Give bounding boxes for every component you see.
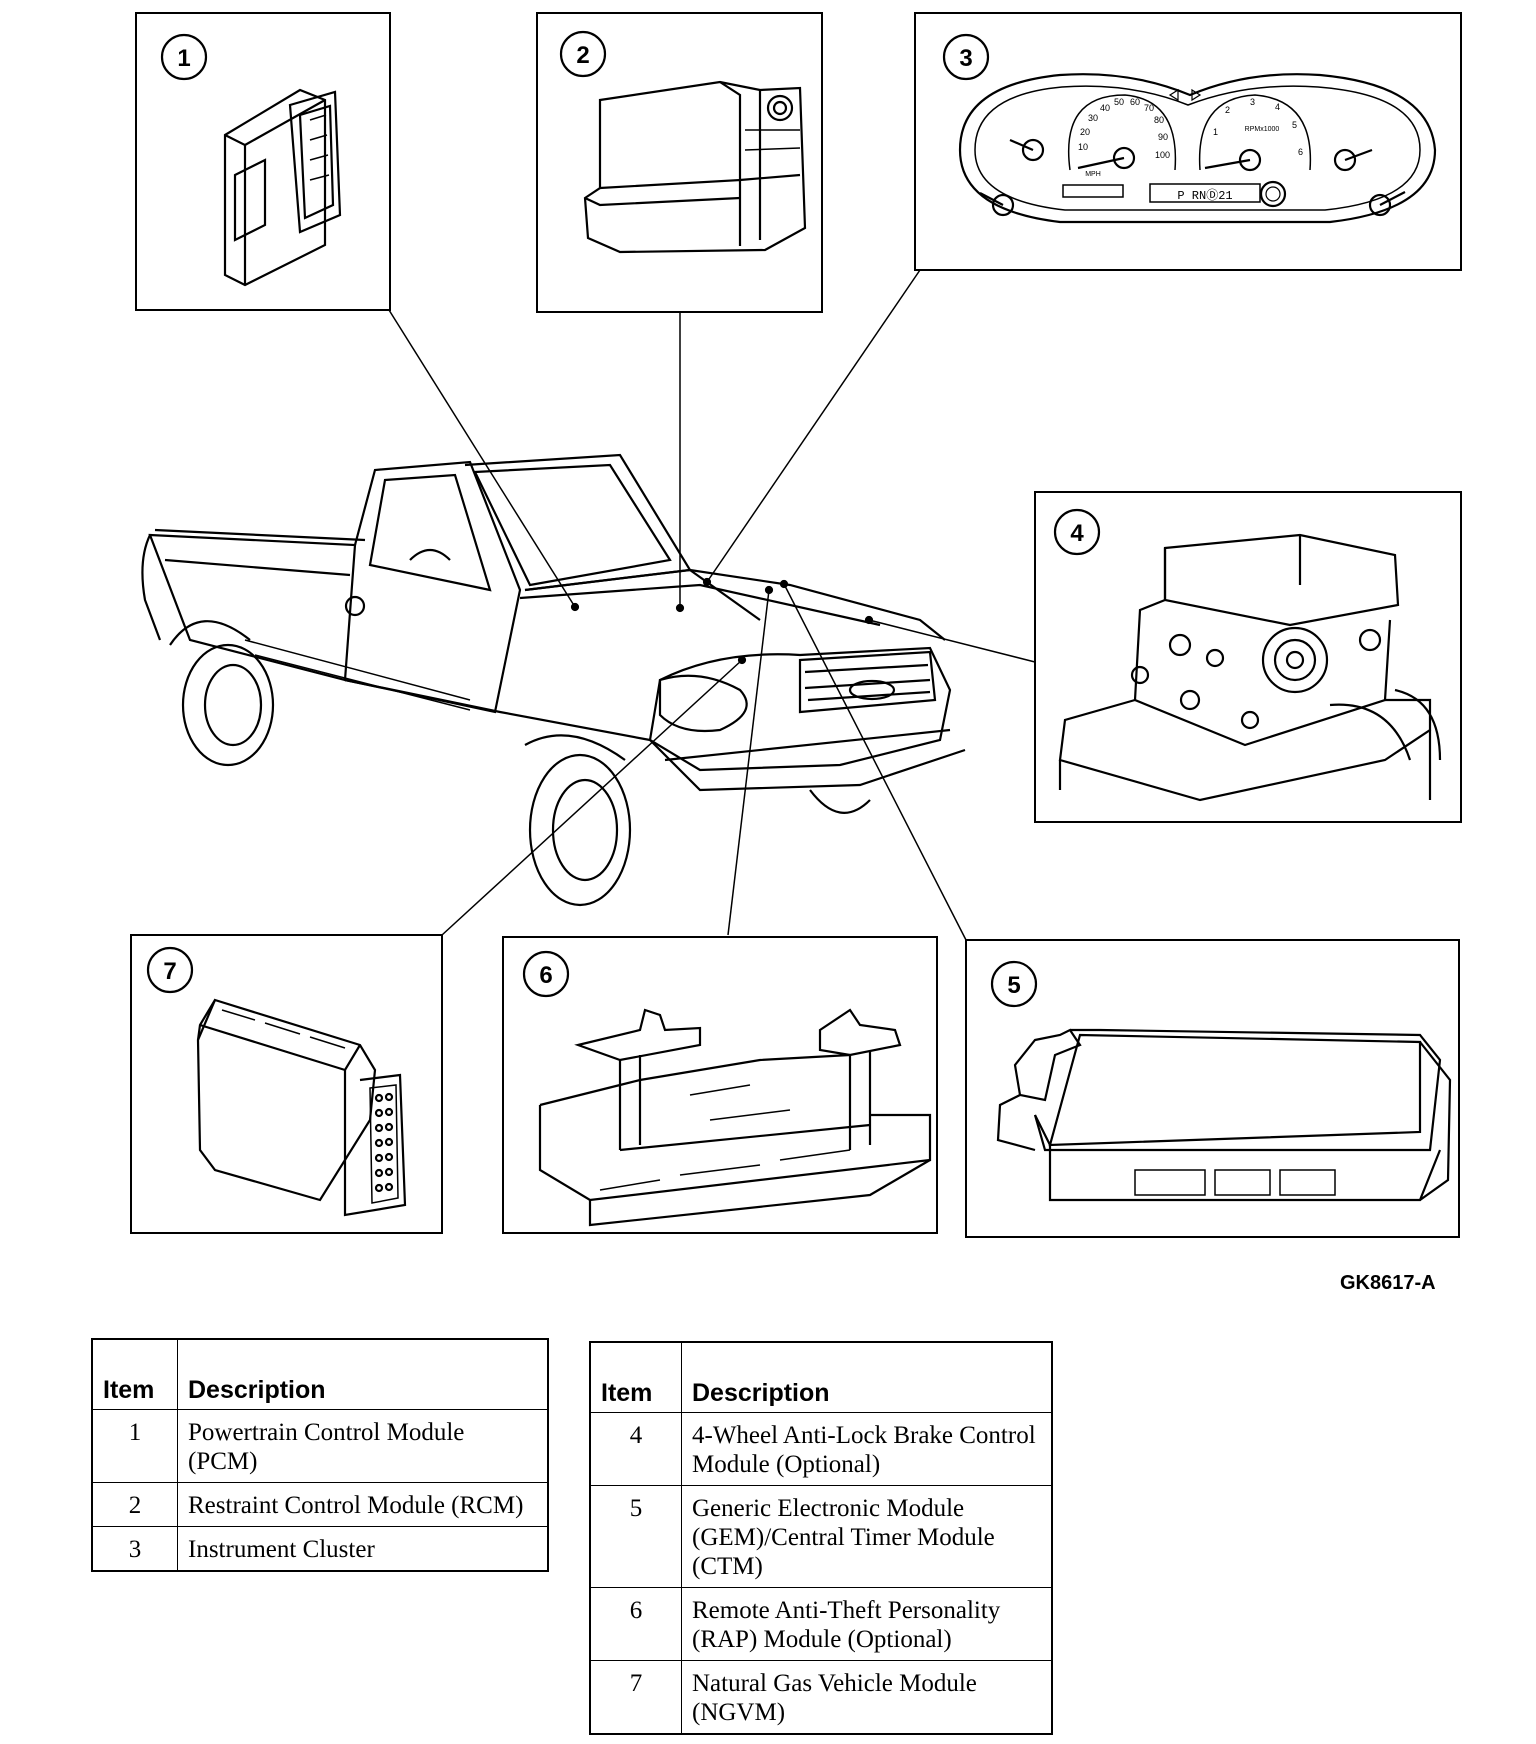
speed-tick: 90: [1158, 132, 1168, 142]
item-number: 5: [589, 1485, 682, 1588]
column-header-description: Description: [681, 1341, 1053, 1413]
column-header-item: Item: [589, 1341, 682, 1413]
panel-instrument-cluster: 3 P RNⒹ21: [914, 12, 1462, 271]
table-row: 5 Generic Electronic Module (GEM)/Centra…: [589, 1485, 1053, 1588]
panel-pcm: 1: [135, 12, 391, 311]
item-description: Powertrain Control Module (PCM): [177, 1409, 549, 1483]
speed-tick: 30: [1088, 113, 1098, 123]
item-description: Instrument Cluster: [177, 1526, 549, 1572]
table-row: 1 Powertrain Control Module (PCM): [91, 1409, 549, 1483]
rpm-tick: 3: [1250, 97, 1255, 107]
table-row: 2 Restraint Control Module (RCM): [91, 1482, 549, 1527]
panel-gem-ctm: 5: [965, 939, 1460, 1238]
rpm-tick: 6: [1298, 147, 1303, 157]
legend-table-left: Item Description 1 Powertrain Control Mo…: [91, 1338, 549, 1572]
pickup-truck-illustration: [141, 453, 966, 907]
speed-tick: 60: [1130, 97, 1140, 107]
callout-7-circle: [146, 946, 194, 994]
column-header-item: Item: [91, 1338, 178, 1410]
table-row: 6 Remote Anti-Theft Personality (RAP) Mo…: [589, 1587, 1053, 1661]
cluster-drawing: [958, 73, 1437, 224]
item-description: Restraint Control Module (RCM): [177, 1482, 549, 1527]
item-number: 4: [589, 1412, 682, 1486]
cluster-gear-display: P RNⒹ21: [1177, 188, 1232, 203]
table-row: 7 Natural Gas Vehicle Module (NGVM): [589, 1660, 1053, 1735]
callout-6-circle: [522, 950, 570, 998]
item-number: 7: [589, 1660, 682, 1735]
figure-code: GK8617-A: [1340, 1272, 1436, 1294]
table-row: 4 4-Wheel Anti-Lock Brake Control Module…: [589, 1412, 1053, 1486]
speed-tick: 20: [1080, 127, 1090, 137]
column-header-description: Description: [177, 1338, 549, 1410]
item-description: Generic Electronic Module (GEM)/Central …: [681, 1485, 1053, 1588]
rap-bracket-drawing: [538, 1008, 932, 1227]
callout-2-label: 2: [576, 42, 589, 69]
tachometer-ticks: 1 2 3 4 5 6: [1213, 97, 1303, 157]
callout-7-label: 7: [163, 958, 176, 985]
item-description: 4-Wheel Anti-Lock Brake Control Module (…: [681, 1412, 1053, 1486]
panel-rcm: 2: [536, 12, 823, 313]
callout-6-label: 6: [539, 962, 552, 989]
callout-2-circle: [559, 30, 607, 78]
ngvm-module-drawing: [196, 998, 407, 1217]
item-number: 1: [91, 1409, 178, 1483]
item-description: Natural Gas Vehicle Module (NGVM): [681, 1660, 1053, 1735]
panel-rap-module: 6: [502, 936, 938, 1234]
speed-tick: 50: [1114, 97, 1124, 107]
callout-3-circle: [942, 33, 990, 81]
legend-header-row: Item Description: [589, 1341, 1053, 1413]
item-number: 2: [91, 1482, 178, 1527]
cluster-mph-label: MPH: [1085, 171, 1101, 178]
table-row: 3 Instrument Cluster: [91, 1526, 549, 1572]
rpm-tick: 1: [1213, 127, 1218, 137]
item-description: Remote Anti-Theft Personality (RAP) Modu…: [681, 1587, 1053, 1661]
rpm-tick: 5: [1292, 120, 1297, 130]
speed-tick: 80: [1154, 115, 1164, 125]
callout-4-label: 4: [1070, 520, 1084, 547]
callout-3-label: 3: [959, 45, 972, 72]
speed-tick: 40: [1100, 103, 1110, 113]
leader-lines: [388, 269, 1036, 941]
callout-1-label: 1: [177, 45, 190, 72]
callout-4-circle: [1053, 508, 1101, 556]
speed-tick: 70: [1144, 103, 1154, 113]
item-number: 6: [589, 1587, 682, 1661]
gem-module-drawing: [996, 1028, 1452, 1202]
speedometer-ticks: 10 20 30 40 50 60 70 80 90 100: [1078, 97, 1170, 160]
speed-tick: 10: [1078, 142, 1088, 152]
abs-module-drawing: [1058, 533, 1442, 802]
cluster-rpm-label: RPMx1000: [1245, 126, 1280, 133]
legend-table-right: Item Description 4 4-Wheel Anti-Lock Bra…: [589, 1341, 1053, 1735]
callout-5-circle: [990, 960, 1038, 1008]
legend-header-row: Item Description: [91, 1338, 549, 1410]
callout-1-circle: [160, 33, 208, 81]
panel-abs-module: 4: [1034, 491, 1462, 823]
module-location-diagram: 1 2 3: [130, 12, 1462, 1238]
speed-tick: 100: [1155, 150, 1170, 160]
pcm-module-drawing: [223, 88, 342, 287]
callout-5-label: 5: [1007, 972, 1020, 999]
rpm-tick: 2: [1225, 105, 1230, 115]
rpm-tick: 4: [1275, 102, 1280, 112]
panel-ngvm: 7: [130, 934, 443, 1234]
item-number: 3: [91, 1526, 178, 1572]
rcm-module-drawing: [583, 80, 807, 254]
